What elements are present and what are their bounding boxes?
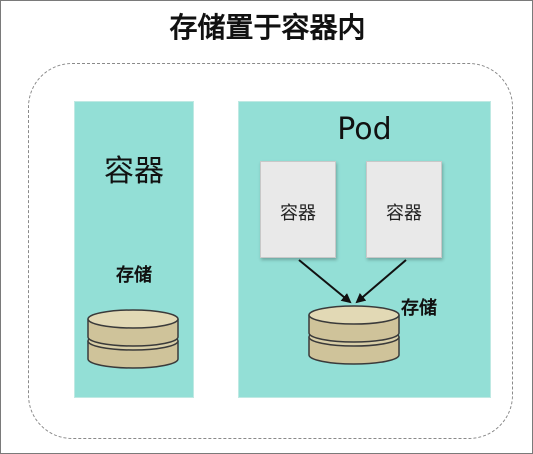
pod-storage-label: 存储 <box>401 298 437 319</box>
diagram-title: 存储置于容器内 <box>169 11 366 44</box>
pod-container-box-2: 容器 <box>366 161 442 258</box>
pod-container-1-label: 容器 <box>280 203 316 224</box>
left-storage-label: 存储 <box>116 265 152 286</box>
pod-container-box-1: 容器 <box>260 161 336 258</box>
outer-dashed-boundary <box>28 63 513 439</box>
pod-label: Pod <box>337 112 392 147</box>
pod-storage-cylinder-icon <box>308 305 400 365</box>
arrow-container2-to-storage <box>355 259 407 304</box>
arrow-container1-to-storage <box>298 259 352 304</box>
left-container-label: 容器 <box>104 154 164 189</box>
pod-container-2-label: 容器 <box>386 203 422 224</box>
left-storage-cylinder-icon <box>87 309 179 369</box>
